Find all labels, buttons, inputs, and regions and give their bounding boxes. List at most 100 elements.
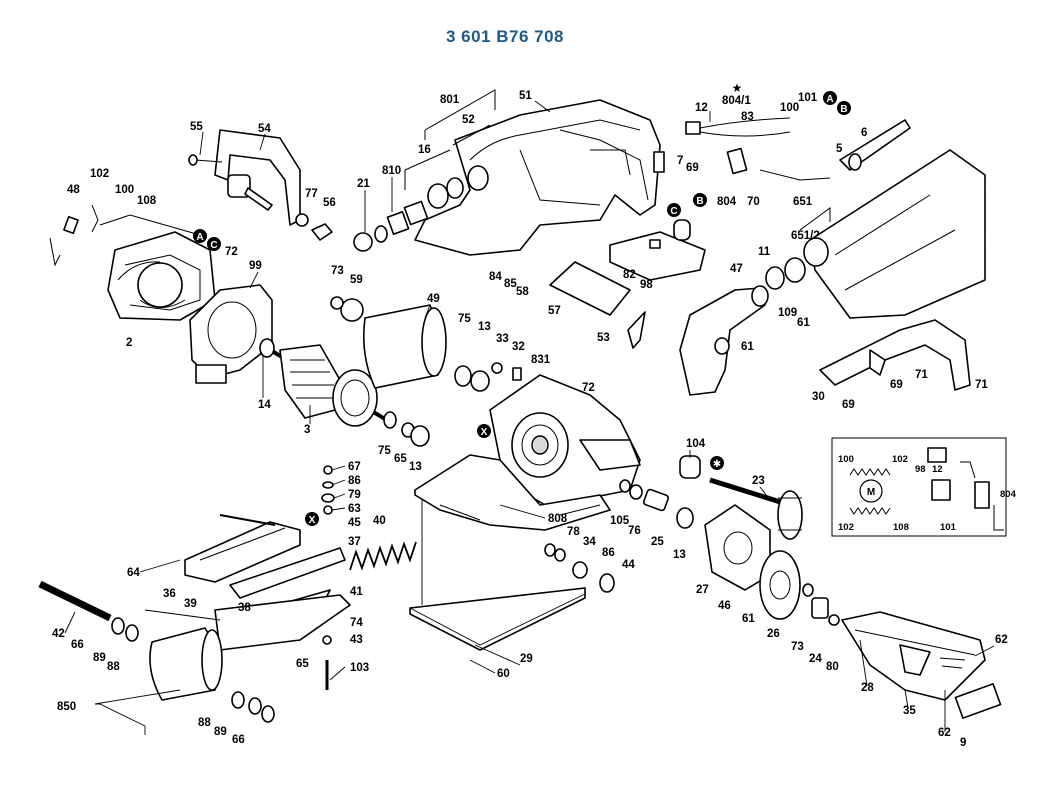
label-83: 83 (741, 111, 754, 123)
schematic-label-12: 12 (932, 464, 943, 475)
label-69: 69 (686, 162, 699, 174)
brush-holder-stack (353, 177, 464, 252)
label-109: 109 (778, 307, 797, 319)
label-54: 54 (258, 123, 271, 135)
base-plate (409, 490, 586, 666)
belt-cover-28 (841, 611, 1002, 719)
leader-lines (64, 100, 995, 735)
label-60: 60 (497, 668, 510, 680)
label-57: 57 (548, 305, 561, 317)
label-53: 53 (597, 332, 610, 344)
label-39: 39 (184, 598, 197, 610)
label-51: 51 (519, 90, 532, 102)
label-89-top: 89 (93, 652, 106, 664)
label-7: 7 (677, 155, 683, 167)
cylinder-49 (330, 296, 522, 392)
marker-x-center (477, 424, 491, 438)
label-71-b: 71 (975, 379, 988, 391)
label-33: 33 (496, 333, 509, 345)
label-89-bottom: 89 (214, 726, 227, 738)
label-108: 108 (137, 195, 157, 207)
label-808: 808 (548, 513, 568, 525)
label-86-center: 86 (602, 547, 615, 559)
label-61-upper: 61 (797, 317, 810, 329)
label-28: 28 (861, 682, 874, 694)
label-73: 73 (331, 265, 344, 277)
label-65-mid: 65 (394, 453, 407, 465)
label-46: 46 (718, 600, 731, 612)
dust-bag-651 (803, 149, 986, 319)
cable-assembly (685, 117, 911, 181)
armature-3 (259, 338, 430, 447)
label-79: 79 (348, 489, 361, 501)
label-27: 27 (696, 584, 709, 596)
label-45: 45 (348, 517, 361, 529)
label-13-lower: 13 (673, 549, 686, 561)
svg-text:X: X (481, 427, 488, 438)
svg-text:C: C (210, 240, 217, 251)
label-38: 38 (238, 602, 251, 614)
label-88-top: 88 (107, 661, 120, 673)
marker-x-left (305, 512, 319, 526)
label-70: 70 (747, 196, 760, 208)
label-62-top: 62 (995, 634, 1008, 646)
label-48: 48 (67, 184, 80, 196)
label-61-lower: 61 (742, 613, 755, 625)
label-44: 44 (622, 559, 635, 571)
label-831: 831 (531, 354, 551, 366)
svg-text:A: A (826, 94, 833, 105)
label-13-top: 13 (478, 321, 491, 333)
label-62-bottom: 62 (938, 727, 951, 739)
label-102-top: 102 (90, 168, 109, 180)
label-43: 43 (350, 634, 363, 646)
label-24: 24 (809, 653, 822, 665)
label-52: 52 (462, 114, 475, 126)
label-32: 32 (512, 341, 525, 353)
group-brackets (404, 89, 831, 231)
label-36: 36 (163, 588, 176, 600)
label-804: 804 (717, 196, 737, 208)
label-69-bottom: 69 (842, 399, 855, 411)
label-13-mid: 13 (409, 461, 422, 473)
label-77: 77 (305, 188, 318, 200)
label-56: 56 (323, 197, 336, 209)
label-30: 30 (812, 391, 825, 403)
label-16: 16 (418, 144, 431, 156)
marker-c-left (207, 237, 221, 251)
gear-plate (704, 504, 840, 626)
schematic-label-102-bottom: 102 (838, 522, 854, 533)
svg-text:X: X (309, 515, 316, 526)
label-11: 11 (758, 246, 771, 258)
plate-57 (549, 261, 646, 349)
label-651: 651 (793, 196, 813, 208)
schematic-label-804: 804 (1000, 489, 1017, 500)
label-74: 74 (350, 617, 363, 629)
handle-71 (819, 319, 971, 391)
svg-text:A: A (196, 232, 203, 243)
label-80: 80 (826, 661, 839, 673)
label-810: 810 (382, 165, 401, 177)
label-100: 100 (780, 102, 799, 114)
marker-a-left (193, 229, 207, 243)
schematic-label-101: 101 (940, 522, 957, 533)
label-47: 47 (730, 263, 743, 275)
label-65-lower: 65 (296, 658, 309, 670)
schematic-label-108: 108 (893, 522, 909, 533)
diagram-title: 3 601 B76 708 (445, 27, 565, 46)
svg-text:C: C (670, 206, 677, 217)
label-75-top: 75 (458, 313, 471, 325)
label-78: 78 (567, 526, 580, 538)
label-82: 82 (623, 269, 636, 281)
label-2: 2 (126, 337, 132, 349)
label-801: 801 (440, 94, 460, 106)
label-71-a: 71 (915, 369, 928, 381)
label-12: 12 (695, 102, 708, 114)
label-73-lower: 73 (791, 641, 804, 653)
label-42: 42 (52, 628, 65, 640)
label-9: 9 (960, 737, 966, 749)
marker-star (710, 456, 724, 470)
gear-housing (414, 374, 641, 531)
label-98: 98 (640, 279, 653, 291)
label-40: 40 (373, 515, 386, 527)
